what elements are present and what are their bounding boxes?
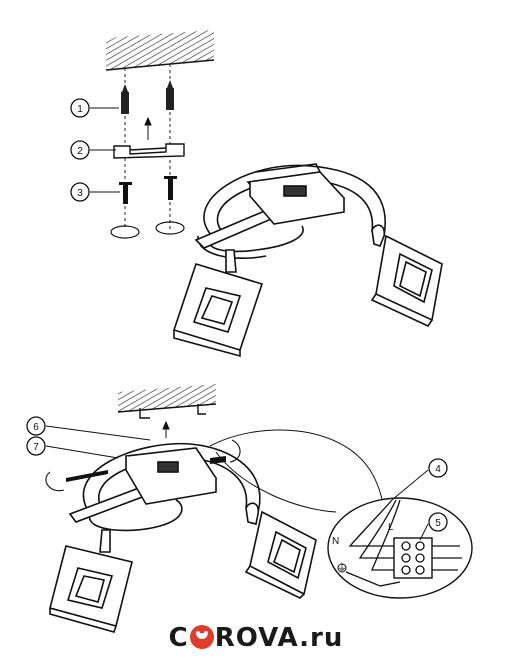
callout-6: 6 [26,416,151,441]
ceiling-bottom [117,384,217,419]
svg-text:7: 7 [33,442,39,453]
mounting-bracket-icon [113,143,185,159]
callout-1: 1 [70,98,119,118]
wall-plug-icon [121,80,174,114]
screw-icon [66,456,226,482]
wiring-detail: ⏚ N L [327,497,473,599]
svg-text:4: 4 [435,464,441,475]
ceiling-top [105,30,215,71]
rotation-arrow-icon [110,221,185,239]
svg-text:6: 6 [33,422,39,433]
svg-text:5: 5 [435,518,441,529]
up-arrow-icon [144,116,152,140]
label-neutral: N [332,536,339,547]
lamp-fixture-top [172,163,443,358]
drill-guides [124,64,171,230]
label-live: L [388,522,394,533]
ground-symbol: ⏚ [337,562,347,574]
svg-text:1: 1 [77,104,83,115]
svg-text:3: 3 [77,188,83,199]
detail-leader [209,429,385,513]
callout-5: 5 [419,512,448,541]
lamp-fixture-bottom [49,442,317,633]
rotation-arrow-icon [45,439,241,492]
callout-4: 4 [391,458,448,501]
screw-icon [119,176,177,204]
svg-text:2: 2 [77,146,83,157]
callout-2: 2 [70,140,116,160]
smiley-icon [189,625,214,649]
callout-3: 3 [70,182,120,202]
up-arrow-icon [162,420,170,438]
callout-7: 7 [26,436,119,459]
